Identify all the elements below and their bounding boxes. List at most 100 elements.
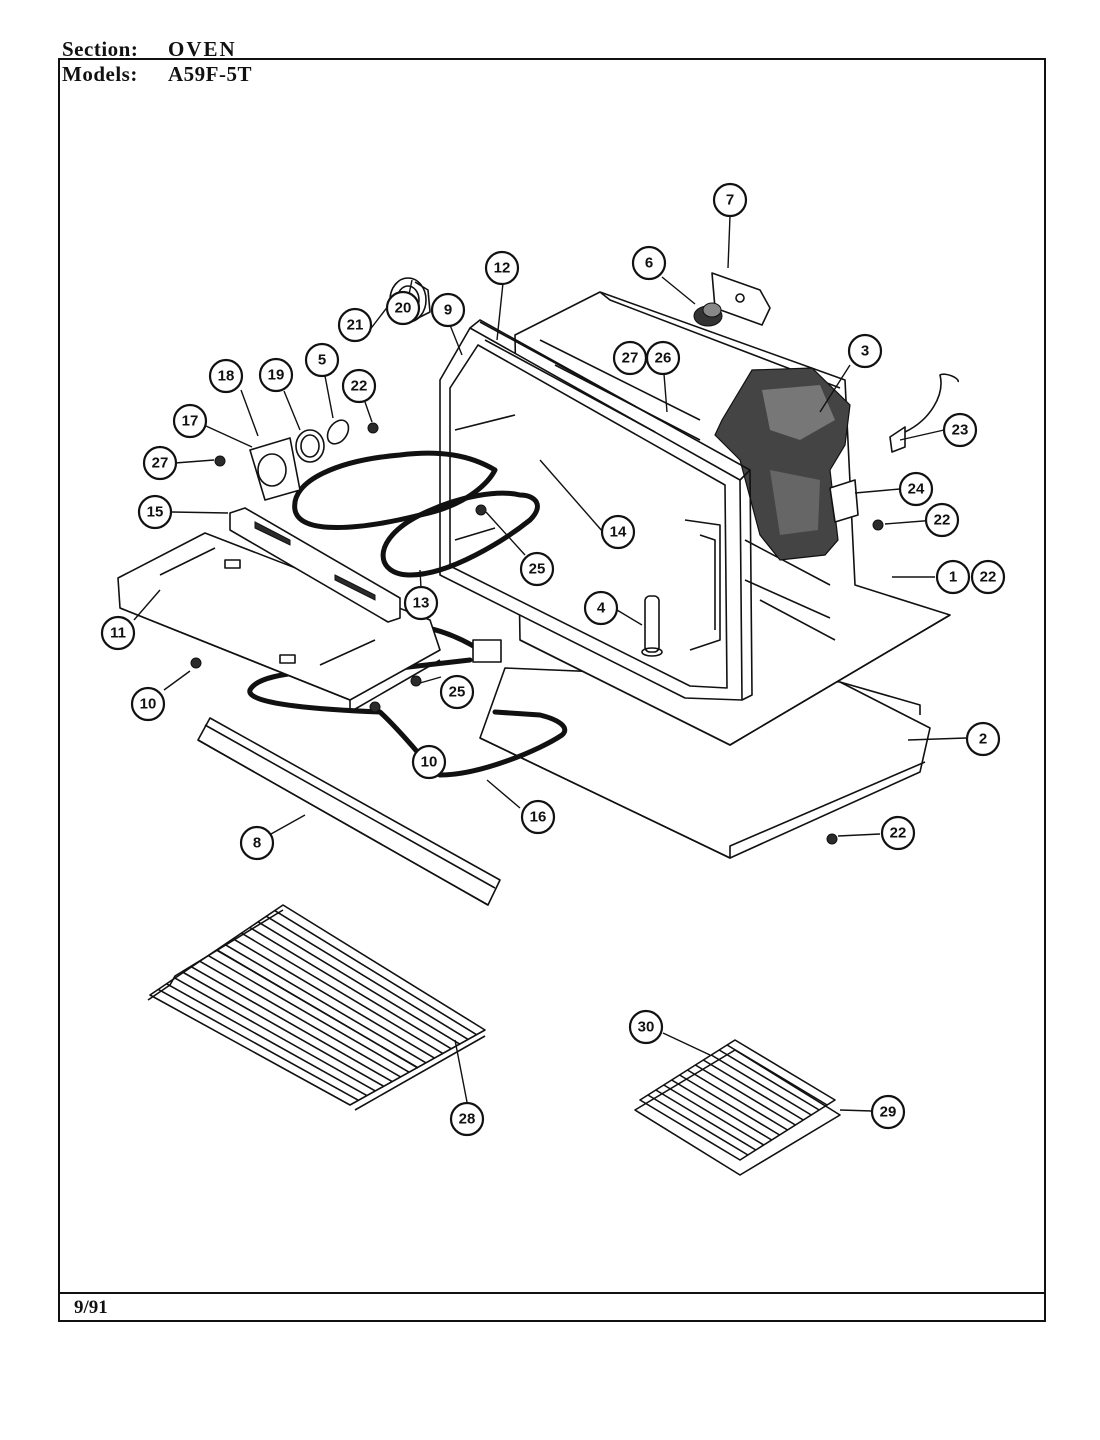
rack-wire bbox=[257, 921, 461, 1045]
part-bottom-panel bbox=[479, 667, 931, 859]
svg-text:29: 29 bbox=[880, 1104, 897, 1121]
svg-text:15: 15 bbox=[147, 504, 164, 521]
pan-slot bbox=[702, 1059, 804, 1121]
svg-text:14: 14 bbox=[610, 524, 627, 541]
svg-text:25: 25 bbox=[529, 561, 546, 578]
svg-text:27: 27 bbox=[622, 350, 639, 367]
part-vent-bracket bbox=[711, 272, 771, 326]
svg-text:11: 11 bbox=[110, 625, 126, 642]
callout-23: 23 bbox=[942, 412, 978, 448]
svg-text:13: 13 bbox=[413, 595, 430, 612]
leader-lines bbox=[133, 215, 967, 1112]
part-cooling-fan bbox=[693, 302, 723, 327]
pan-slot bbox=[718, 1049, 820, 1111]
callout-14: 14 bbox=[600, 514, 636, 550]
rack-wire bbox=[182, 971, 385, 1087]
rack-wire bbox=[199, 960, 401, 1078]
rack-wire bbox=[265, 915, 469, 1041]
callout-10: 10 bbox=[411, 744, 447, 780]
callout-13: 13 bbox=[403, 585, 439, 621]
svg-text:21: 21 bbox=[347, 317, 364, 334]
svg-text:25: 25 bbox=[449, 684, 466, 701]
callout-21: 21 bbox=[337, 307, 373, 343]
part-bake-element bbox=[292, 450, 540, 578]
pan-slot bbox=[647, 1094, 749, 1156]
callout-5: 5 bbox=[304, 342, 340, 378]
part-light-housing bbox=[249, 437, 301, 501]
part-light-bulb bbox=[326, 419, 350, 445]
callout-4: 4 bbox=[583, 590, 619, 626]
callout-25: 25 bbox=[519, 551, 555, 587]
pan-slot bbox=[694, 1064, 796, 1126]
rack-wire bbox=[207, 954, 410, 1073]
svg-text:5: 5 bbox=[318, 352, 326, 369]
callout-2: 2 bbox=[965, 721, 1001, 757]
svg-text:8: 8 bbox=[253, 835, 261, 852]
part-rear-baffle bbox=[117, 532, 441, 713]
revision-date: 9/91 bbox=[74, 1297, 108, 1318]
svg-text:22: 22 bbox=[890, 825, 907, 842]
callout-8: 8 bbox=[239, 825, 275, 861]
svg-text:16: 16 bbox=[530, 809, 547, 826]
callout-30: 30 bbox=[628, 1009, 664, 1045]
part-wire-bracket bbox=[889, 373, 959, 453]
pan-slot bbox=[671, 1079, 773, 1141]
rack-wire bbox=[191, 966, 393, 1083]
callout-1: 1 bbox=[935, 559, 971, 595]
callout-18: 18 bbox=[208, 358, 244, 394]
callout-15: 15 bbox=[137, 494, 173, 530]
svg-text:19: 19 bbox=[268, 367, 285, 384]
section-label: Section: bbox=[62, 37, 139, 61]
fasteners bbox=[190, 422, 884, 845]
svg-text:22: 22 bbox=[934, 512, 951, 529]
callout-20: 20 bbox=[385, 290, 421, 326]
rack-wire bbox=[157, 988, 359, 1101]
callout-17: 17 bbox=[172, 403, 208, 439]
callout-9: 9 bbox=[430, 292, 466, 328]
rack-wire bbox=[166, 983, 368, 1097]
svg-text:26: 26 bbox=[655, 350, 672, 367]
callout-22: 22 bbox=[924, 502, 960, 538]
callout-7: 7 bbox=[712, 182, 748, 218]
pan-slot bbox=[679, 1074, 781, 1136]
callout-6: 6 bbox=[631, 245, 667, 281]
callout-29: 29 bbox=[870, 1094, 906, 1130]
callout-3: 3 bbox=[847, 333, 883, 369]
models-value: A59F-5T bbox=[168, 62, 252, 86]
svg-text:20: 20 bbox=[395, 300, 412, 317]
callout-10: 10 bbox=[130, 686, 166, 722]
callout-12: 12 bbox=[484, 250, 520, 286]
pan-slot bbox=[726, 1044, 828, 1106]
svg-text:17: 17 bbox=[182, 413, 199, 430]
svg-text:23: 23 bbox=[952, 422, 969, 439]
callout-25: 25 bbox=[439, 674, 475, 710]
part-broiler-pan bbox=[634, 1039, 841, 1176]
svg-text:12: 12 bbox=[494, 260, 511, 277]
part-terminal-block bbox=[829, 479, 859, 523]
svg-text:1: 1 bbox=[949, 569, 957, 586]
pan-slot bbox=[655, 1089, 757, 1151]
part-light-lens bbox=[295, 429, 325, 463]
diagram-frame bbox=[58, 58, 1046, 1322]
svg-text:10: 10 bbox=[421, 754, 438, 771]
rack-wire bbox=[174, 977, 376, 1092]
callout-24: 24 bbox=[898, 471, 934, 507]
svg-text:9: 9 bbox=[444, 302, 452, 319]
svg-text:6: 6 bbox=[645, 255, 653, 272]
pan-slot bbox=[710, 1054, 812, 1116]
footer-divider bbox=[58, 1292, 1046, 1294]
models-label: Models: bbox=[62, 62, 138, 86]
svg-text:3: 3 bbox=[861, 343, 869, 360]
svg-text:24: 24 bbox=[908, 481, 925, 498]
svg-text:7: 7 bbox=[726, 192, 734, 209]
svg-text:2: 2 bbox=[979, 731, 987, 748]
callout-19: 19 bbox=[258, 357, 294, 393]
rack-wire bbox=[249, 926, 452, 1050]
rack-wire bbox=[224, 943, 427, 1064]
callout-11: 11 bbox=[100, 615, 136, 651]
svg-text:10: 10 bbox=[140, 696, 157, 713]
part-bottom-trim bbox=[197, 717, 501, 906]
rack-wire bbox=[232, 938, 435, 1059]
rack-wire bbox=[240, 932, 444, 1055]
